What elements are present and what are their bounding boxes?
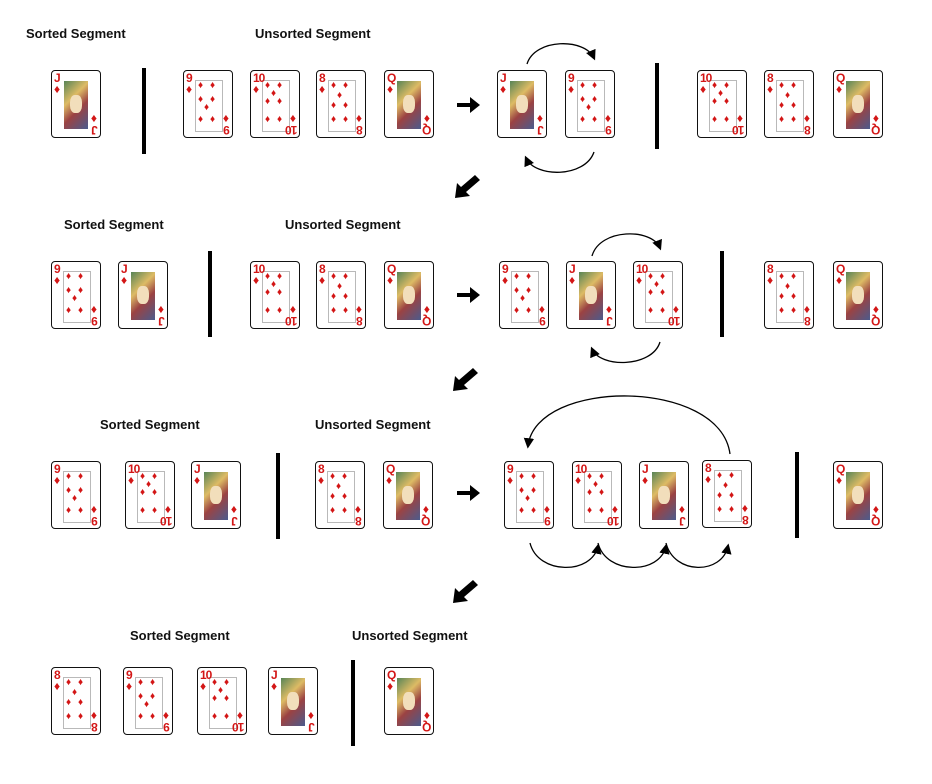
swap-arc-icon: [523, 395, 731, 455]
card-10: 10♦10♦♦♦♦♦♦♦♦: [633, 261, 683, 329]
swap-arc-icon: [591, 233, 662, 257]
card-jack: J♦J♦: [268, 667, 318, 735]
arrow-right-icon: [457, 485, 480, 501]
card-10: 10♦10♦♦♦♦♦♦♦♦: [250, 70, 300, 138]
segment-divider: [351, 660, 355, 746]
card-10: 10♦10♦♦♦♦♦♦♦♦: [572, 461, 622, 529]
segment-divider: [795, 452, 799, 538]
unsorted-segment-label: Unsorted Segment: [285, 217, 401, 232]
card-8: 8♦8♦♦♦♦♦♦♦♦: [702, 460, 752, 528]
segment-divider: [276, 453, 280, 539]
card-9: 9♦9♦♦♦♦♦♦♦♦: [504, 461, 554, 529]
card-9: 9♦9♦♦♦♦♦♦♦♦: [183, 70, 233, 138]
card-jack: J♦J♦: [51, 70, 101, 138]
sorted-segment-label: Sorted Segment: [100, 417, 200, 432]
swap-arc-icon: [597, 542, 670, 568]
unsorted-segment-label: Unsorted Segment: [352, 628, 468, 643]
arrow-right-icon: [457, 287, 480, 303]
arrow-right-icon: [457, 97, 480, 113]
arrow-down-left-icon: [455, 175, 480, 198]
swap-arc-icon: [665, 542, 732, 568]
card-8: 8♦8♦♦♦♦♦♦♦♦: [764, 261, 814, 329]
card-8: 8♦8♦♦♦♦♦♦♦♦: [316, 70, 366, 138]
card-9: 9♦9♦♦♦♦♦♦♦♦: [51, 261, 101, 329]
card-9: 9♦9♦♦♦♦♦♦♦♦: [565, 70, 615, 138]
card-queen: Q♦Q♦: [833, 461, 883, 529]
swap-arc-icon: [590, 341, 661, 364]
segment-divider: [655, 63, 659, 149]
card-jack: J♦J♦: [566, 261, 616, 329]
arrow-down-left-icon: [453, 368, 478, 391]
segment-divider: [142, 68, 146, 154]
card-9: 9♦9♦♦♦♦♦♦♦♦: [123, 667, 173, 735]
swap-arc-icon: [524, 151, 595, 173]
card-9: 9♦9♦♦♦♦♦♦♦♦: [51, 461, 101, 529]
card-queen: Q♦Q♦: [384, 70, 434, 138]
card-8: 8♦8♦♦♦♦♦♦♦♦: [51, 667, 101, 735]
card-jack: J♦J♦: [191, 461, 241, 529]
card-10: 10♦10♦♦♦♦♦♦♦♦: [125, 461, 175, 529]
sorted-segment-label: Sorted Segment: [130, 628, 230, 643]
card-jack: J♦J♦: [497, 70, 547, 138]
card-8: 8♦8♦♦♦♦♦♦♦♦: [316, 261, 366, 329]
sorted-segment-label: Sorted Segment: [26, 26, 126, 41]
card-queen: Q♦Q♦: [383, 461, 433, 529]
card-queen: Q♦Q♦: [384, 667, 434, 735]
sorted-segment-label: Sorted Segment: [64, 217, 164, 232]
card-queen: Q♦Q♦: [833, 261, 883, 329]
card-10: 10♦10♦♦♦♦♦♦♦♦: [250, 261, 300, 329]
card-jack: J♦J♦: [639, 461, 689, 529]
card-8: 8♦8♦♦♦♦♦♦♦♦: [315, 461, 365, 529]
card-10: 10♦10♦♦♦♦♦♦♦♦: [197, 667, 247, 735]
swap-arc-icon: [529, 542, 602, 568]
card-queen: Q♦Q♦: [833, 70, 883, 138]
card-8: 8♦8♦♦♦♦♦♦♦♦: [764, 70, 814, 138]
arrow-down-left-icon: [453, 580, 478, 603]
card-9: 9♦9♦♦♦♦♦♦♦♦: [499, 261, 549, 329]
swap-arc-icon: [526, 43, 596, 65]
unsorted-segment-label: Unsorted Segment: [315, 417, 431, 432]
unsorted-segment-label: Unsorted Segment: [255, 26, 371, 41]
segment-divider: [720, 251, 724, 337]
card-10: 10♦10♦♦♦♦♦♦♦♦: [697, 70, 747, 138]
card-jack: J♦J♦: [118, 261, 168, 329]
segment-divider: [208, 251, 212, 337]
card-queen: Q♦Q♦: [384, 261, 434, 329]
